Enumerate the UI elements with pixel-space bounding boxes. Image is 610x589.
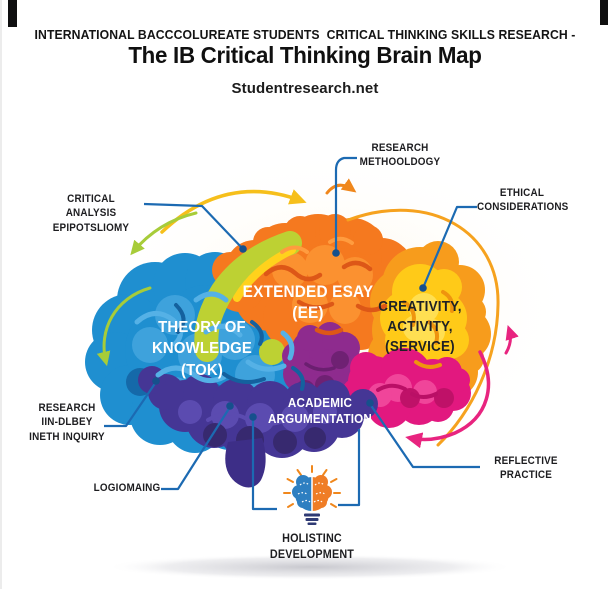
- bulb-squiggles: [297, 482, 327, 503]
- connector-research-methodology: [334, 156, 357, 252]
- connector-logic-meaning: [161, 406, 231, 491]
- bulb-rays: [283, 465, 341, 508]
- orange-curl-arrow: [325, 178, 357, 195]
- callout-research-inquiry: RESEARCH IIN-DLBEY INETH INQUIRY: [29, 402, 105, 443]
- page-title: The IB Critical Thinking Brain Map: [128, 42, 482, 68]
- orange-arc: [346, 208, 500, 447]
- corner-mark-right: [600, 0, 608, 25]
- bulb-base: [304, 513, 320, 525]
- callout-connectors: [104, 156, 480, 511]
- bulb-brain-right-half: [312, 475, 332, 511]
- corner-mark-left: [8, 0, 17, 27]
- bulb-bracket-left: [251, 418, 277, 511]
- callout-logic-meaning: LOGIOMAING: [93, 482, 161, 494]
- connector-research-inquiry: [104, 381, 157, 428]
- green-arrow-upper: [130, 211, 198, 256]
- bulb-bracket-right: [338, 429, 361, 507]
- brain-stem-shape: [225, 438, 266, 488]
- gyri-texture: [134, 236, 455, 426]
- callout-holistic-development: HOLISTINC DEVELOPMENT: [269, 531, 355, 561]
- pink-arrow-large: [405, 350, 491, 449]
- callout-ethical-considerations: ETHICAL CONSIDERATIONS: [477, 187, 569, 214]
- ground-shadow: [105, 554, 515, 580]
- callout-research-methodology: RESEARCH METHOOLDOGY: [359, 142, 441, 169]
- connector-reflective-practice: [369, 403, 480, 469]
- pink-arrow-small: [504, 325, 519, 355]
- region-label-creativity-activity-service: CREATIVITY, ACTIVITY, (SERVICE): [378, 299, 462, 355]
- magenta-dark-bumps: [400, 388, 454, 408]
- callout-reflective-practice: REFLECTIVE PRACTICE: [494, 455, 558, 482]
- left-edge-line: [0, 0, 2, 589]
- callout-critical-analysis: CRITICAL ANALYSIS EPIPOTSLIOMY: [52, 193, 130, 234]
- website-name: Studentresearch.net: [231, 80, 379, 97]
- green-arrow-lower: [96, 286, 152, 367]
- region-label-extended-essay: EXTENDED ESAY (EE): [242, 283, 374, 323]
- region-label-theory-of-knowledge: THEORY OF KNOWLEDGE (TOK): [151, 319, 253, 379]
- header-subtitle: INTERNATIONAL BACCCOLUREATE STUDENTS CRI…: [34, 27, 576, 42]
- connector-dots: [152, 245, 427, 421]
- bulb-brain-left-half: [292, 475, 312, 511]
- brain-lightbulb-icon: [283, 465, 341, 525]
- region-label-academic-argumentation: ACADEMIC ARGUMENTATION: [267, 396, 373, 426]
- connector-ethical-considerations: [421, 205, 477, 289]
- connector-critical-analysis: [143, 202, 244, 250]
